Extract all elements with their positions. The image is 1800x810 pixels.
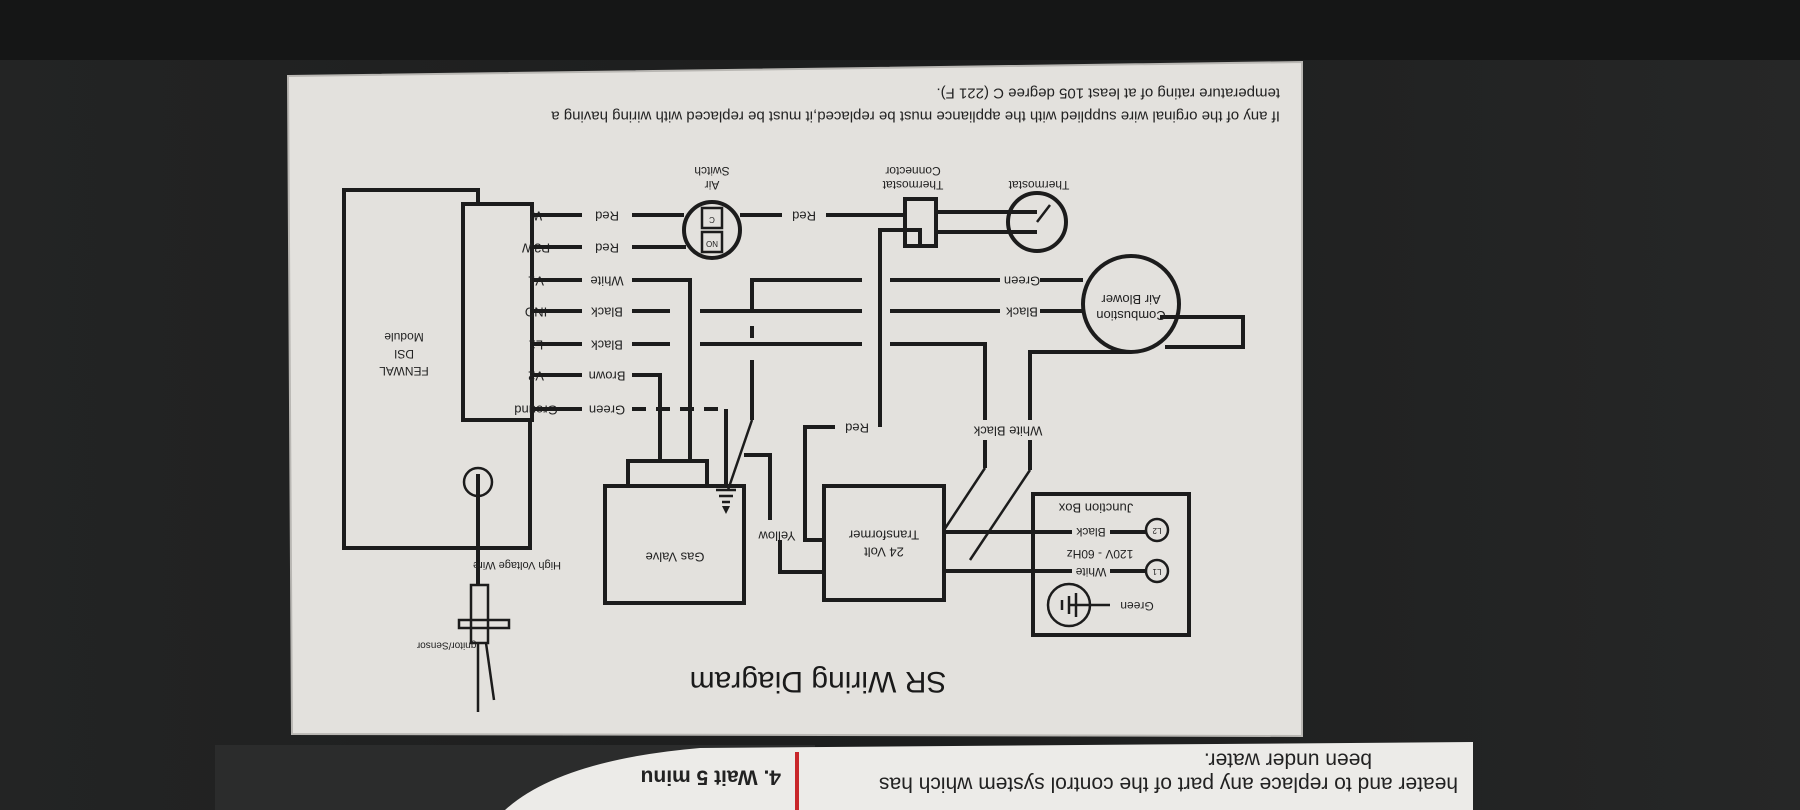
air-switch-label: Switch	[694, 164, 729, 178]
module-label-line: FENWAL	[379, 364, 429, 378]
module-label: FENWAL DSI Module	[379, 330, 429, 378]
blower-housing	[1160, 315, 1245, 349]
ignitor-flange	[457, 618, 511, 630]
module-label-line: DSI	[394, 347, 414, 361]
thermostat-label: Thermostat	[1008, 178, 1069, 192]
wire-label: Black	[1006, 305, 1038, 320]
l2-terminal	[1144, 517, 1170, 543]
top-shadow	[0, 0, 1800, 60]
thermostat-connector	[903, 197, 938, 248]
wire-label: Red	[595, 241, 619, 256]
module-outer-box	[342, 188, 532, 550]
l1-terminal	[1144, 558, 1170, 584]
voltage-label: 120V - 60Hz	[1067, 547, 1134, 561]
high-voltage-wire-label: High Voltage Wire	[473, 559, 561, 571]
air-switch	[682, 200, 742, 260]
transformer	[822, 484, 946, 602]
warning-line-1: If any of the orginal wire supplied with…	[551, 108, 1280, 125]
wires	[476, 210, 1131, 712]
ignitor-label: Ignitor/Sensor	[416, 639, 479, 650]
wire-label: Black	[1075, 525, 1105, 539]
thermostat-symbol	[1006, 191, 1068, 253]
terminal-wire-labels: Red Red White Black Black Brown Green	[584, 200, 630, 420]
junction-box	[1031, 492, 1191, 637]
connector-label: Connector	[885, 164, 940, 178]
blower-label: Air Blower	[1101, 292, 1161, 307]
wire-label: Green	[589, 403, 625, 418]
transformer-label: Transformer	[848, 528, 919, 543]
diagram-title: SR Wiring Diagram	[690, 665, 947, 698]
wire-label: Green	[1004, 274, 1040, 289]
ignitor-body	[469, 583, 490, 645]
sticker-step: 4. Wait 5 minu	[641, 766, 781, 789]
module-label-line: Module	[384, 330, 424, 344]
air-switch-label: Air	[705, 178, 720, 192]
gas-valve-label: Gas Valve	[645, 550, 704, 565]
flame-sensor-symbol	[462, 466, 494, 498]
air-switch-no-label: NO	[706, 239, 718, 248]
wire-label: White Black	[973, 424, 1042, 439]
sticker-text-line: been under water.	[1204, 749, 1372, 772]
sticker-text-line: heater and to replace any part of the co…	[879, 773, 1458, 796]
junction-box-label: Junction Box	[1058, 501, 1133, 516]
gas-valve	[603, 484, 746, 605]
transformer-label: 24 Volt	[864, 545, 904, 560]
wire-label: Black	[591, 338, 623, 353]
combustion-air-blower	[1081, 254, 1181, 354]
air-switch-no	[700, 230, 724, 254]
label-backdrop	[584, 200, 630, 420]
l1-label: L1	[1152, 567, 1161, 576]
l2-label: L2	[1152, 526, 1161, 535]
air-switch-c-label: C	[709, 215, 715, 224]
wire-label: White	[1075, 565, 1106, 579]
blower-label: Combustion	[1096, 308, 1165, 323]
wire-label: Red	[595, 209, 619, 224]
air-switch-c	[700, 206, 724, 230]
wire-label: Black	[591, 305, 623, 320]
wire-label: White	[590, 274, 623, 289]
warning-line-2: temperature rating of at least 105 degre…	[936, 85, 1280, 102]
diagram-card	[286, 60, 1303, 738]
earth-ground-icon	[1046, 582, 1110, 628]
warning-sticker	[505, 742, 1473, 810]
wire-label: Yellow	[758, 529, 796, 544]
wire-label: Red	[845, 421, 869, 436]
wire-label: Brown	[589, 369, 626, 384]
connector-label: Thermostat	[882, 178, 943, 192]
thermostat-needle	[1036, 204, 1051, 223]
ground-symbol	[716, 488, 736, 514]
wire-label: Green	[1120, 599, 1153, 613]
wire-label: Red	[792, 209, 816, 224]
